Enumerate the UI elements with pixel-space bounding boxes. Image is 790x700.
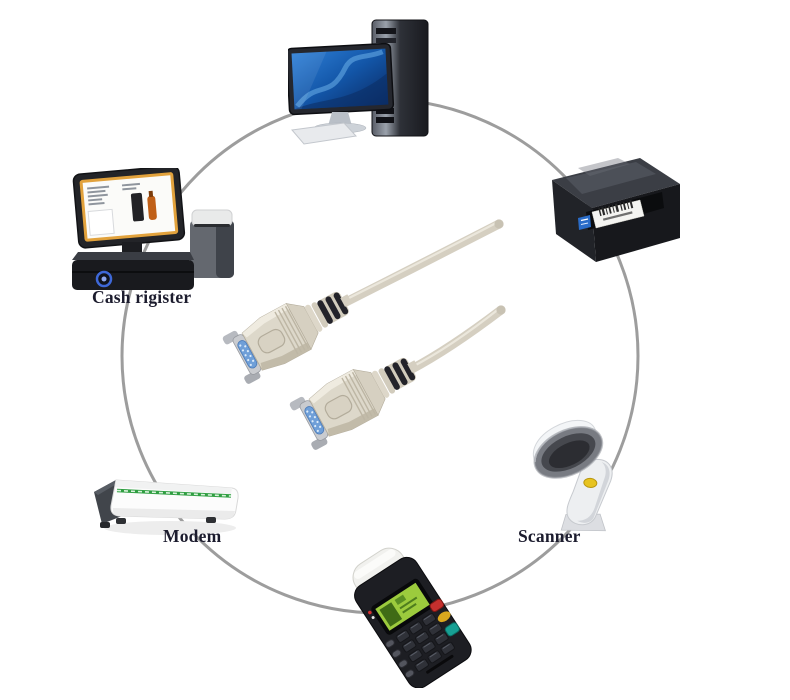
- keyboard: [291, 122, 358, 145]
- pos-terminal-image: [318, 536, 482, 688]
- scanner-handle: [566, 458, 613, 526]
- scanner-trigger-button: [583, 477, 598, 488]
- serial-cable-image: [220, 219, 506, 452]
- modem-label: Modem: [163, 526, 222, 546]
- scanner-label: Scanner: [518, 526, 581, 546]
- cash-drawer: [72, 252, 194, 290]
- pos-side-keys: [385, 639, 415, 679]
- cash-register-label: Cash rigister: [92, 287, 192, 307]
- pos-enter-key: [444, 622, 460, 637]
- cash-register-image: [66, 168, 242, 296]
- printed-barcode-label: [591, 199, 645, 229]
- modem-image: [86, 470, 248, 538]
- desktop-computer-image: [288, 16, 452, 152]
- pos-keypad: [395, 612, 455, 672]
- scanner-head: [532, 419, 604, 479]
- pos-cancel-key: [429, 598, 445, 613]
- pos-card-logo: [437, 611, 451, 623]
- printer-logo: [578, 215, 591, 230]
- barcode-scanner-image: [512, 416, 652, 534]
- pos-screen: [375, 582, 430, 631]
- screen-product-bottle-orange: [147, 195, 157, 220]
- receipt-printer: [190, 209, 234, 278]
- computer-monitor: [288, 42, 395, 116]
- label-printer-image: [522, 150, 688, 272]
- screen-product-bottle-dark: [130, 192, 144, 222]
- register-touchscreen: [72, 168, 186, 249]
- monitor-stand: [328, 112, 352, 126]
